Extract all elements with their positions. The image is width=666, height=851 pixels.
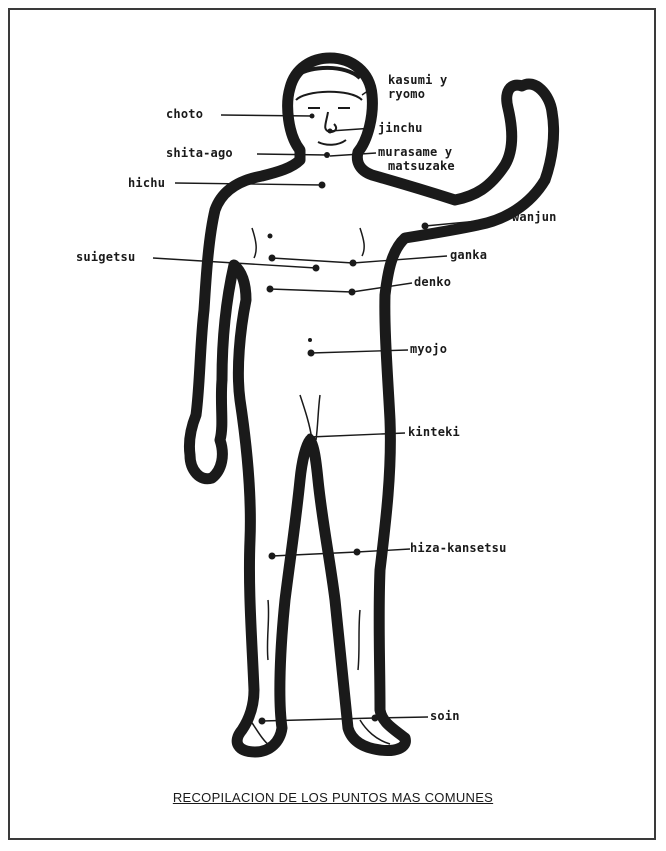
label-wanjun: wanjun	[512, 211, 557, 224]
caption-text: RECOPILACION DE LOS PUNTOS MAS COMUNES	[173, 790, 493, 805]
label-soin: soin	[430, 710, 460, 723]
label-denko: denko	[414, 276, 451, 289]
label-murasame: murasame y	[378, 146, 452, 159]
label-kasumi: kasumi y	[388, 74, 447, 87]
label-jinchu: jinchu	[378, 122, 423, 135]
label-myojo: myojo	[410, 343, 447, 356]
point-chest-mark	[268, 234, 273, 239]
point-myojo-upper	[308, 338, 312, 342]
figure-caption: RECOPILACION DE LOS PUNTOS MAS COMUNES	[0, 790, 666, 805]
label-kinteki: kinteki	[408, 426, 460, 439]
label-suigetsu: suigetsu	[76, 251, 135, 264]
body-outline	[189, 58, 553, 752]
label-hichu: hichu	[128, 177, 165, 190]
label-shita-ago: shita-ago	[166, 147, 233, 160]
label-choto: choto	[166, 108, 203, 121]
label-ganka: ganka	[450, 249, 487, 262]
label-hiza-kansetsu: hiza-kansetsu	[410, 542, 507, 555]
leader-lines	[153, 88, 510, 721]
label-ryomo: ryomo	[388, 88, 425, 101]
label-matsuzake: matsuzake	[388, 160, 455, 173]
